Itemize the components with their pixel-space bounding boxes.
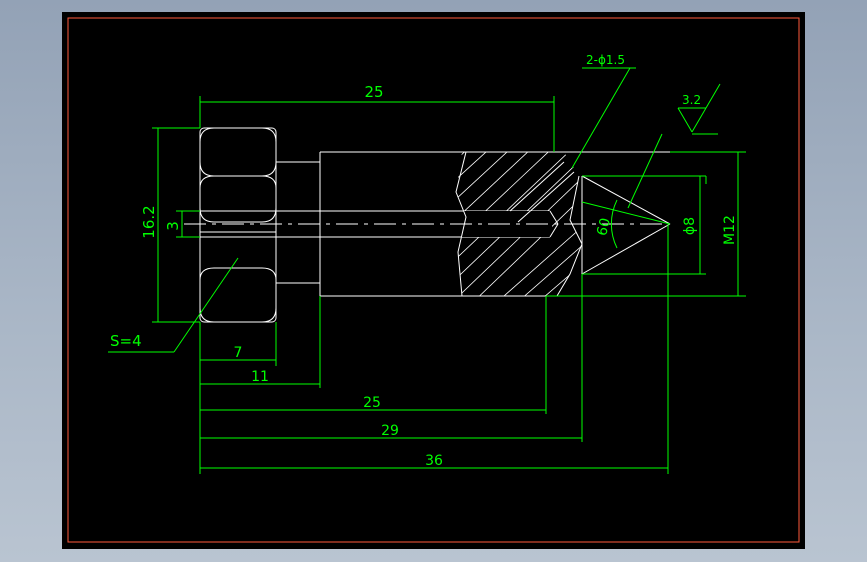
dimensions: 25 16.2 3 2-ϕ1.5 3.2 60 — [108, 53, 746, 474]
dim-hole-spec: 2-ϕ1.5 — [586, 53, 625, 67]
section-hatch — [456, 152, 582, 296]
dim-head-length: 7 — [234, 345, 243, 361]
hex-head — [199, 127, 277, 323]
drawing-frame — [67, 17, 800, 543]
cad-viewport[interactable]: 25 16.2 3 2-ϕ1.5 3.2 60 — [62, 12, 805, 549]
dim-tip-diameter: ϕ8 — [682, 217, 698, 235]
dim-shank-start: 11 — [251, 369, 269, 385]
dim-roughness: 3.2 — [682, 93, 701, 107]
roughness-symbol: 3.2 — [627, 83, 721, 209]
dim-top-length: 25 — [364, 83, 383, 101]
dim-section-end: 25 — [363, 395, 381, 411]
dim-bore-diameter: 3 — [164, 221, 182, 231]
drawing-canvas: 25 16.2 3 2-ϕ1.5 3.2 60 — [67, 17, 800, 543]
dim-across-flats: S=4 — [110, 332, 142, 350]
dim-hex-height: 16.2 — [140, 205, 158, 238]
dim-thread: M12 — [722, 215, 738, 245]
part-geometry — [184, 127, 746, 323]
oblique-hole — [509, 161, 575, 238]
dim-cone-angle: 60 — [594, 216, 614, 237]
dim-cone-start: 29 — [381, 423, 399, 439]
dim-total-length: 36 — [425, 453, 443, 469]
cone-tip — [581, 175, 671, 275]
